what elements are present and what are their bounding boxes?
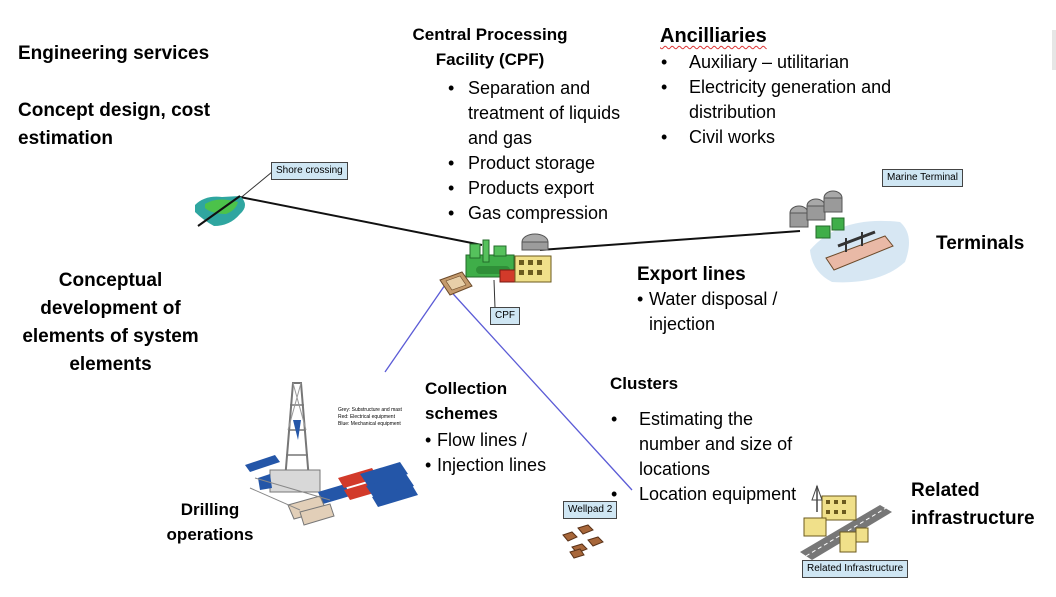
marine-terminal-tag: Marine Terminal [882,169,963,187]
engineering-services-heading: Engineering services [18,43,210,64]
collection-item: Flow lines / [425,428,585,453]
drilling-operations-label: Drilling operations [166,500,254,544]
ancillaries-item: Civil works [659,125,919,150]
pipeline-shore-to-cpf [239,196,483,246]
export-lines-item: Water disposal / injection [637,287,827,337]
collection-item: Injection lines [425,453,585,478]
cpf-title: Central Processing Facility (CPF) [412,25,568,69]
collection-title: Collection schemes [425,379,508,423]
cpf-list: Separation and treatment of liquids and … [446,76,646,226]
rig-legend-line: Blue: Mechanical equipment [338,421,401,427]
clusters-item: Estimating the number and size of locati… [609,407,819,482]
cpf-leader [493,279,496,309]
rig-legend-line: Red: Electrical equipment [338,414,396,420]
related-infrastructure-icon [800,484,892,560]
terminals-label: Terminals [936,233,1025,254]
shore-crossing-icon [195,195,245,227]
related-infrastructure-label: Related infrastructure [911,480,1035,529]
collection-list: Flow lines / Injection lines [425,428,585,478]
clusters-title: Clusters [610,374,679,393]
pipeline-cpf-to-terminal [539,230,801,251]
cpf-item: Separation and treatment of liquids and … [446,76,646,151]
conceptual-development-heading: Conceptual development of elements of sy… [22,270,199,375]
cpf-item: Products export [446,176,646,201]
shore-crossing-tag: Shore crossing [271,162,348,180]
ancillaries-item: Electricity generation and distribution [659,75,919,125]
clusters-item: Location equipment [609,482,819,507]
marine-terminal-icon [789,190,909,283]
ancillaries-list: Auxiliary – utilitarian Electricity gene… [659,50,919,150]
cpf-item: Product storage [446,151,646,176]
wellpad-icon [562,524,604,559]
drilling-rig-icon [245,382,418,526]
export-lines-list: Water disposal / injection [637,287,827,337]
ancillaries-title-text: Ancilliaries [660,25,767,47]
related-infrastructure-tag: Related Infrastructure [802,560,909,578]
rig-legend-line: Grey: Substructure and mast [338,407,403,413]
wellpad-tag: Wellpad 2 [563,501,618,519]
right-edge-bar [1052,30,1056,70]
concept-design-heading: Concept design, cost estimation [18,100,211,149]
cpf-tag: CPF [490,307,520,325]
cpf-facility-icon [439,233,552,296]
ancillaries-item: Auxiliary – utilitarian [659,50,919,75]
ancillaries-title: Ancilliaries [660,22,767,50]
flowline-to-wellpad [444,284,633,491]
clusters-list: Estimating the number and size of locati… [609,407,819,507]
export-lines-title: Export lines [637,264,746,285]
flowline-to-drilling [384,284,446,373]
cpf-item: Gas compression [446,201,646,226]
